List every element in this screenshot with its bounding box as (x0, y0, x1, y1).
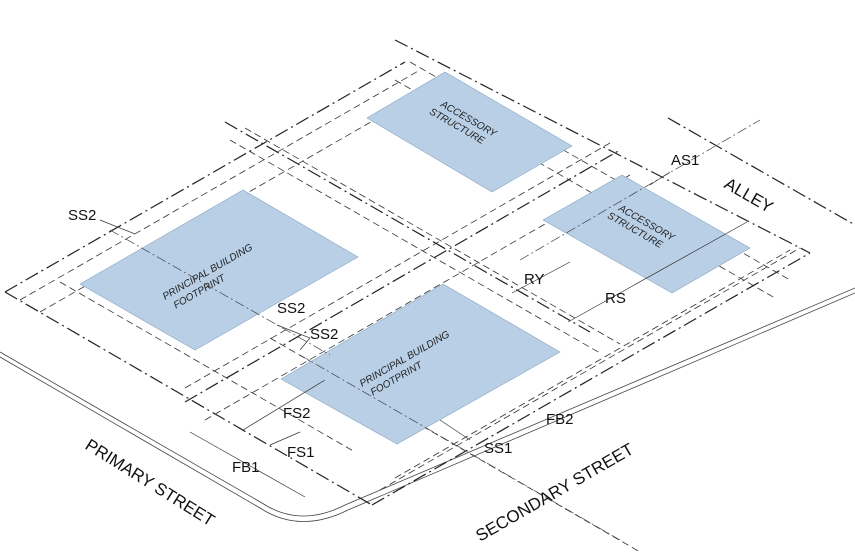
dim-label-ss2: SS2 (310, 326, 338, 343)
principal-building-left (79, 189, 359, 351)
dim-label-rs: RS (605, 290, 626, 307)
lot-lines (4, 39, 855, 506)
street-curbs (0, 287, 855, 522)
dim-label-ss2: SS2 (277, 300, 305, 317)
primary-street-label: PRIMARY STREET (82, 435, 218, 530)
dim-label-ry: RY (524, 271, 545, 288)
accessory-structure-right (542, 174, 751, 294)
alley-label: ALLEY (721, 174, 776, 217)
dim-label-fs2: FS2 (283, 405, 311, 422)
dim-label-fb2: FB2 (546, 411, 574, 428)
accessory-structure-top (366, 71, 573, 193)
dim-label-fb1: FB1 (232, 459, 260, 476)
dim-label-fs1: FS1 (287, 444, 315, 461)
dim-label-ss2: SS2 (68, 207, 96, 224)
dimension-lines (99, 171, 748, 498)
dim-label-ss1: SS1 (484, 440, 512, 457)
dim-label-as1: AS1 (671, 152, 699, 169)
center-lines (109, 119, 761, 541)
principal-building-corner (280, 283, 561, 445)
